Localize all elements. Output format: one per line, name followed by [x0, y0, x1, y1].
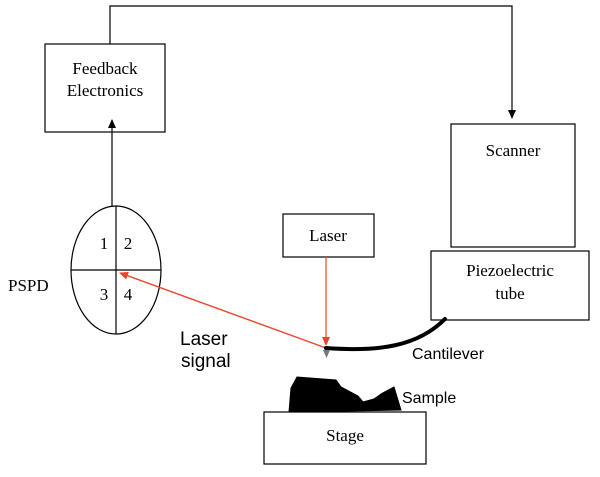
cantilever-label: Cantilever: [412, 346, 485, 363]
cantilever: [324, 317, 447, 352]
pspd-quadrant-4: 4: [124, 285, 133, 304]
pspd-detector: 1 2 3 4: [70, 205, 162, 335]
sample: [288, 376, 402, 413]
feedback-electronics-box: Feedback Electronics: [44, 43, 166, 133]
piezo-label-line1: Piezoelectric: [466, 261, 554, 280]
laser-box: Laser: [282, 213, 375, 258]
pspd-label: PSPD: [8, 276, 49, 295]
piezo-tube-box: Piezoelectric tube: [430, 250, 590, 321]
cantilever-tip: [323, 350, 330, 358]
sample-label: Sample: [402, 390, 456, 407]
feedback-to-scanner-connector: [109, 5, 516, 119]
stage-box: Stage: [263, 411, 427, 465]
scanner-box: Scanner: [450, 123, 576, 248]
pspd-quadrant-3: 3: [100, 285, 109, 304]
laser-signal-label-line2: signal: [181, 351, 231, 372]
laser-signal-label-line1: Laser: [180, 329, 228, 350]
laser-beam-reflected: [119, 271, 327, 349]
stage-label: Stage: [326, 426, 364, 445]
feedback-label-line2: Electronics: [67, 81, 143, 100]
laser-label: Laser: [309, 226, 347, 245]
piezo-label-line2: tube: [495, 284, 524, 303]
pspd-quadrant-1: 1: [100, 234, 109, 253]
feedback-label-line1: Feedback: [72, 59, 138, 78]
scanner-label: Scanner: [486, 141, 541, 160]
pspd-quadrant-2: 2: [124, 234, 133, 253]
